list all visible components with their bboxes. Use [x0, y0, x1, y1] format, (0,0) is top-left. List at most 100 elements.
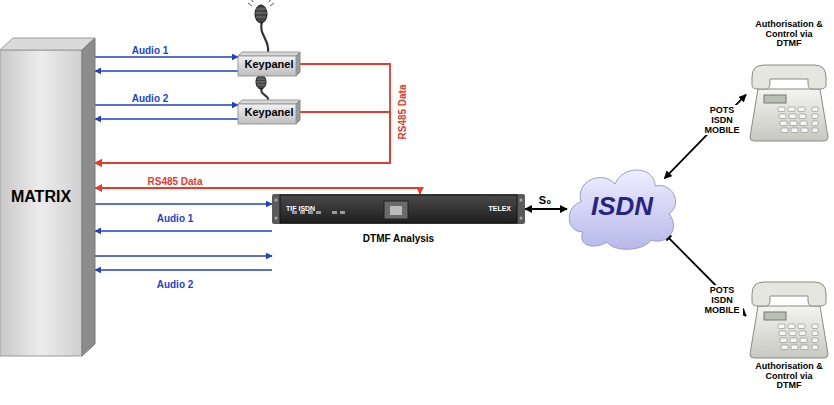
telephone: Authorisation & Control via DTMF — [748, 55, 830, 143]
screw — [275, 199, 278, 202]
edge-label: Audio 1 — [132, 45, 169, 56]
link-arrow — [525, 208, 567, 210]
phone-outline — [748, 55, 830, 143]
audio-arrow — [95, 56, 238, 58]
phone-key — [812, 331, 818, 336]
phone-key — [801, 128, 808, 133]
telephone: Authorisation & Control via DTMF — [748, 272, 830, 360]
edge-label-holder: RS485 Data — [147, 171, 202, 189]
phone-key — [788, 107, 795, 112]
phone-key — [812, 121, 818, 126]
edge-label: RS485 Data — [147, 176, 202, 187]
front-panel — [384, 201, 408, 219]
audio-arrow — [95, 203, 272, 205]
phone-key — [778, 324, 785, 329]
phone-key — [812, 324, 818, 329]
phone-key — [790, 338, 797, 343]
screw — [520, 199, 523, 202]
indicator — [332, 211, 337, 214]
phone-key — [812, 345, 818, 350]
keypanel-box: Keypanel — [238, 52, 300, 76]
matrix-front — [0, 50, 82, 356]
device-label: TIF ISDN — [286, 205, 315, 212]
cloud-shape — [569, 170, 675, 249]
phone-key — [812, 107, 818, 112]
key-label: Keypanel — [245, 106, 294, 118]
mic-stem — [261, 88, 268, 100]
edge-label: RS485 Data — [397, 84, 408, 139]
keypanel-top — [238, 100, 300, 104]
edge-label-holder: Audio 1 — [132, 40, 169, 58]
cloud-label: ISDN — [591, 191, 653, 222]
edge-label: Audio 2 — [132, 93, 169, 104]
phone-key — [780, 121, 787, 126]
phone-outline — [748, 272, 830, 360]
phone-key — [798, 324, 805, 329]
phone-key — [812, 114, 818, 119]
keypanel-box: Keypanel — [238, 100, 300, 124]
edge-label-holder: Audio 2 — [157, 274, 194, 292]
phone-key — [788, 324, 795, 329]
phone-label: Authorisation & Control via DTMF — [754, 20, 824, 49]
phone-body — [750, 89, 828, 141]
phone-key — [790, 121, 797, 126]
sound-lines — [248, 0, 274, 6]
screw — [520, 217, 523, 220]
device-caption: DTMF Analysis — [363, 233, 434, 244]
audio-arrow — [95, 269, 272, 271]
link-arrow — [664, 95, 746, 179]
key-label: Keypanel — [245, 58, 294, 70]
phone-body — [750, 306, 828, 358]
phone-key — [789, 114, 796, 119]
data-line — [95, 188, 420, 194]
phone-key — [799, 114, 806, 119]
phone-handset — [752, 65, 826, 89]
device-label: TELEX — [488, 205, 511, 212]
edge-label-holder: RS485 Data — [392, 84, 410, 139]
microphone — [249, 73, 273, 100]
audio-arrow — [95, 118, 238, 120]
audio-arrow — [95, 230, 272, 232]
matrix-label: MATRIX — [11, 188, 71, 206]
keypanel-side — [296, 52, 300, 76]
phone-label: Authorisation & Control via DTMF — [754, 362, 824, 391]
matrix-top — [0, 38, 95, 50]
text-holder: MATRIX — [0, 38, 82, 356]
audio-arrow — [95, 255, 272, 257]
text-holder: DTMF Analysis — [272, 228, 525, 246]
mic-grille — [256, 79, 266, 85]
phone-key — [780, 338, 787, 343]
phone-key — [812, 128, 818, 133]
rack-ear — [272, 194, 525, 224]
text-holder: ISDN — [563, 160, 681, 252]
mic-grille — [255, 9, 267, 17]
phone-key — [798, 107, 805, 112]
phone-key — [801, 345, 808, 350]
indicator — [316, 211, 321, 214]
text-holder: TELEX — [488, 197, 511, 215]
network-cloud: ISDN — [563, 160, 681, 252]
audio-arrow — [95, 104, 238, 106]
text-holder: Keypanel — [238, 100, 300, 124]
isdn-interface-unit: TIF ISDNTELEXDTMF Analysis — [272, 194, 525, 224]
edge-label: S₀ — [539, 194, 551, 206]
connector — [390, 206, 402, 215]
phone-key — [781, 128, 788, 133]
phone-key — [781, 345, 788, 350]
phone-handset — [752, 282, 826, 306]
text-holder: Authorisation & Control via DTMF — [754, 20, 824, 50]
phone-key — [791, 345, 798, 350]
matrix-side — [82, 38, 95, 356]
keypanel-front — [238, 104, 296, 124]
keypanel-top — [238, 52, 300, 56]
edge-label-holder: Audio 2 — [132, 88, 169, 106]
edge-label: POTS ISDN MOBILE — [701, 285, 743, 315]
indicator — [340, 211, 345, 214]
phone-display — [764, 312, 786, 320]
text-holder: TIF ISDN — [286, 197, 315, 215]
edge-label: POTS ISDN MOBILE — [701, 105, 743, 135]
edge-label: Audio 1 — [157, 213, 194, 224]
